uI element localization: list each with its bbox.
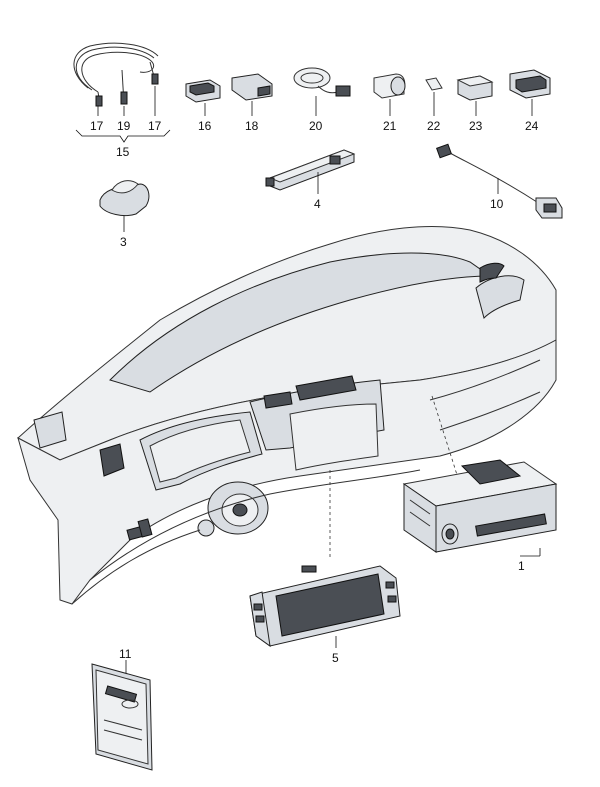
connector-21[interactable]	[373, 73, 406, 99]
coiled-cable-part[interactable]	[73, 42, 159, 107]
connector-housing-16[interactable]	[185, 79, 221, 103]
control-knob-3[interactable]	[99, 180, 150, 217]
callout-17b: 17	[148, 119, 162, 133]
callout-16: 16	[198, 119, 212, 133]
ring-antenna-20[interactable]	[293, 67, 351, 97]
antenna-bar-4[interactable]	[265, 149, 356, 191]
callout-10: 10	[490, 197, 504, 211]
antenna-cable-10[interactable]	[436, 143, 563, 219]
callout-15: 15	[116, 145, 130, 159]
callout-3: 3	[120, 235, 127, 249]
dashed-leader-radio	[431, 395, 459, 479]
callout-18: 18	[245, 119, 259, 133]
callout-17a: 17	[90, 119, 104, 133]
connector-24[interactable]	[509, 69, 551, 99]
connector-18[interactable]	[231, 73, 273, 101]
pin-22[interactable]	[425, 77, 443, 91]
radio-unit-1[interactable]	[402, 459, 558, 553]
connector-23[interactable]	[456, 75, 494, 101]
callout-20: 20	[309, 119, 323, 133]
callout-24: 24	[525, 119, 539, 133]
callout-5: 5	[332, 651, 339, 665]
callout-22: 22	[427, 119, 441, 133]
callout-21: 21	[383, 119, 397, 133]
callout-11: 11	[119, 647, 132, 661]
owners-manual-11[interactable]	[91, 663, 153, 771]
callout-23: 23	[469, 119, 483, 133]
display-unit-5[interactable]	[249, 565, 401, 648]
callout-4: 4	[314, 197, 321, 211]
dashboard-panel	[17, 226, 557, 605]
callout-19: 19	[117, 119, 131, 133]
callout-1: 1	[518, 559, 525, 573]
